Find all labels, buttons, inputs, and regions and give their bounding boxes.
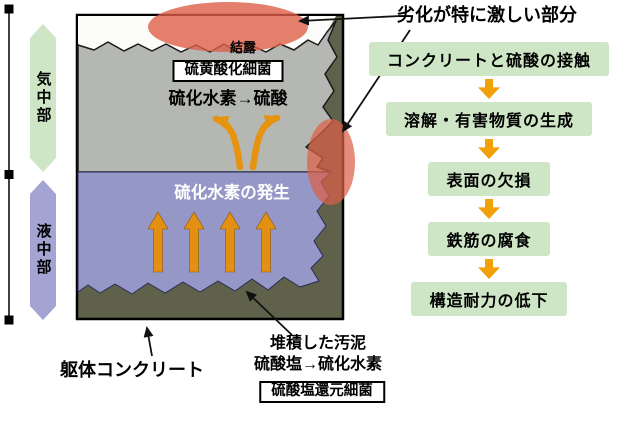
up-arrow-icon — [183, 211, 205, 273]
pointer-to-sludge — [245, 290, 293, 336]
flow-step-rebar-corrosion: 鉄筋の腐食 — [428, 222, 550, 256]
flow-step-dissolution: 溶解・有害物質の生成 — [385, 102, 592, 136]
zone-label-liquid: 液中部 — [34, 223, 52, 277]
flow-down-arrow-icon — [478, 139, 500, 159]
zone-arrow-air — [30, 24, 56, 172]
sulfate-reducing-bacteria-box: 硫酸塩還元細菌 — [259, 381, 385, 403]
severe-area-top — [148, 2, 308, 52]
flow-step-contact: コンクリートと硫酸の接触 — [368, 42, 609, 76]
up-arrow-icon — [255, 211, 277, 273]
h2s-to-sulfuric-acid-label: 硫化水素→硫酸 — [168, 89, 288, 108]
severe-deterioration-title: 劣化が特に激しい部分 — [397, 5, 577, 25]
zone-label-air: 気中部 — [34, 71, 52, 125]
pointer-to-concrete — [143, 326, 154, 357]
pointer-to-top-severe-area — [298, 15, 401, 26]
sulfur-oxidizing-bacteria-box: 硫黄酸化細菌 — [172, 60, 284, 82]
flow-step-surface-loss: 表面の欠損 — [428, 162, 550, 196]
circulation-arrow-left-icon — [212, 115, 244, 171]
accumulated-sludge-label: 堆積した汚泥 — [269, 335, 367, 352]
up-arrow-icon — [219, 211, 241, 273]
h2s-generation-label: 硫化水素の発生 — [174, 184, 290, 202]
flow-down-arrow-icon — [478, 199, 500, 219]
sulfate-to-h2s-label: 硫酸塩→硫化水素 — [253, 356, 383, 373]
zone-arrow-liquid — [30, 180, 56, 320]
up-arrow-icon — [147, 211, 169, 273]
dimension-line — [4, 4, 14, 325]
flow-step-strength-loss: 構造耐力の低下 — [411, 282, 567, 316]
severe-area-right — [307, 119, 355, 205]
flow-down-arrow-icon — [478, 79, 500, 99]
condensation-label: 結露 — [229, 40, 257, 55]
degradation-flowchart: コンクリートと硫酸の接触 溶解・有害物質の生成 表面の欠損 鉄筋の腐食 構造耐力… — [350, 42, 628, 316]
h2s-rise-arrows — [147, 211, 277, 273]
circulation-arrow-right-icon — [249, 114, 281, 171]
structural-concrete-label: 躯体コンクリート — [60, 360, 204, 380]
flow-down-arrow-icon — [478, 259, 500, 279]
